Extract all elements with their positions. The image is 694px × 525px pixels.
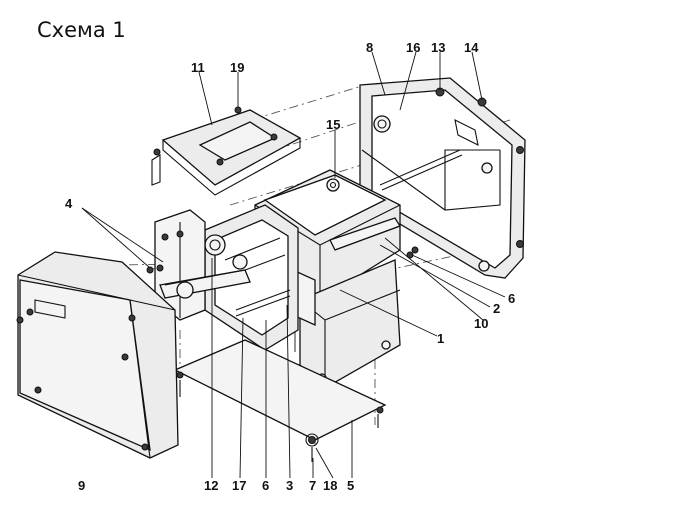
center-assembly [146,169,419,389]
label-17: 17 [232,478,246,493]
base-plate-part-5 [173,339,387,462]
label-19: 19 [230,60,244,75]
label-6-right: 6 [508,291,515,306]
label-12: 12 [204,478,218,493]
label-7: 7 [309,478,316,493]
label-11: 11 [191,60,205,75]
label-1: 1 [437,331,444,346]
label-6-bottom: 6 [262,478,269,493]
leader-lines [81,51,506,479]
label-2: 2 [493,301,500,316]
label-5: 5 [347,478,354,493]
label-8: 8 [366,40,373,55]
top-cover-part-11 [151,106,302,196]
part-labels: 8 16 13 14 11 19 15 4 6 2 10 1 9 12 17 6… [65,40,515,493]
label-16: 16 [406,40,420,55]
label-13: 13 [431,40,445,55]
label-9: 9 [78,478,85,493]
label-4: 4 [65,196,73,211]
rear-cover-part-8 [359,77,526,279]
front-cover-part-9 [16,251,179,459]
label-15: 15 [326,117,340,132]
label-14: 14 [464,40,479,55]
label-3: 3 [286,478,293,493]
label-10: 10 [474,316,488,331]
diagram-title: Схема 1 [37,18,126,42]
label-18: 18 [323,478,337,493]
